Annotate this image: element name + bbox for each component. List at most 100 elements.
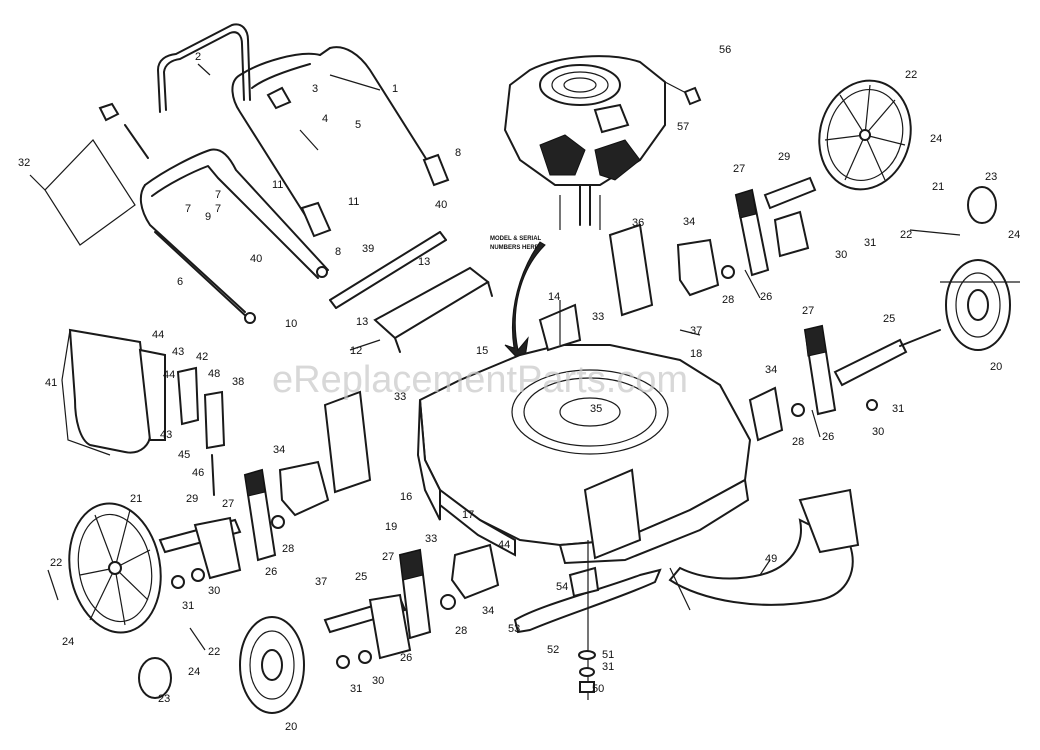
callout-1: 1 — [392, 83, 398, 95]
callout-16: 16 — [400, 491, 412, 503]
callout-51: 51 — [602, 649, 614, 661]
hub-caps — [138, 186, 997, 699]
callout-21: 21 — [130, 493, 142, 505]
callout-26: 26 — [265, 566, 277, 578]
callout-27: 27 — [382, 551, 394, 563]
callout-46: 46 — [192, 467, 204, 479]
callout-31: 31 — [350, 683, 362, 695]
callout-7: 7 — [215, 189, 221, 201]
callout-13: 13 — [418, 256, 430, 268]
callout-33: 33 — [425, 533, 437, 545]
callout-43: 43 — [172, 346, 184, 358]
callout-8: 8 — [335, 246, 341, 258]
callout-33: 33 — [592, 311, 604, 323]
callout-22: 22 — [50, 557, 62, 569]
discharge-chute — [668, 488, 860, 611]
callout-31: 31 — [892, 403, 904, 415]
lower-handle — [139, 148, 329, 324]
callout-44: 44 — [163, 369, 175, 381]
grass-bag — [61, 328, 166, 456]
callout-27: 27 — [802, 305, 814, 317]
leader-lines — [47, 63, 1020, 651]
callout-22: 22 — [900, 229, 912, 241]
callout-14: 14 — [548, 291, 560, 303]
callout-29: 29 — [186, 493, 198, 505]
handle-knobs — [29, 86, 319, 246]
latch-parts — [176, 366, 226, 496]
callout-10: 10 — [285, 318, 297, 330]
wheel-rear-right — [818, 79, 912, 191]
callout-20: 20 — [285, 721, 297, 733]
callout-13: 13 — [356, 316, 368, 328]
mower-deck — [416, 300, 752, 565]
model-note-line2: NUMBERS HERE — [490, 245, 539, 251]
callout-54: 54 — [556, 581, 568, 593]
callout-38: 38 — [232, 376, 244, 388]
callout-36: 36 — [632, 217, 644, 229]
callout-8: 8 — [455, 147, 461, 159]
callout-2: 2 — [195, 51, 201, 63]
callout-28: 28 — [282, 543, 294, 555]
callout-45: 45 — [178, 449, 190, 461]
callout-24: 24 — [188, 666, 200, 678]
callout-19: 19 — [385, 521, 397, 533]
callout-34: 34 — [683, 216, 695, 228]
callout-22: 22 — [905, 69, 917, 81]
callout-12: 12 — [350, 345, 362, 357]
height-adjuster-rear-right — [608, 176, 817, 317]
callout-28: 28 — [792, 436, 804, 448]
callout-21: 21 — [932, 181, 944, 193]
callout-11: 11 — [348, 196, 359, 208]
callout-23: 23 — [985, 171, 997, 183]
watermark: eReplacementParts.com — [272, 359, 688, 401]
callout-24: 24 — [930, 133, 942, 145]
callout-34: 34 — [765, 364, 777, 376]
callout-34: 34 — [482, 605, 494, 617]
callout-15: 15 — [476, 345, 488, 357]
callout-57: 57 — [677, 121, 689, 133]
callout-23: 23 — [158, 693, 170, 705]
callout-56: 56 — [719, 44, 731, 56]
callout-11: 11 — [272, 179, 283, 191]
wheel-front-left — [239, 616, 305, 714]
callout-6: 6 — [177, 276, 183, 288]
callout-30: 30 — [872, 426, 884, 438]
callout-37: 37 — [690, 325, 702, 337]
callout-30: 30 — [208, 585, 220, 597]
callout-28: 28 — [455, 625, 467, 637]
upper-handle — [231, 46, 450, 238]
callout-24: 24 — [62, 636, 74, 648]
callout-34: 34 — [273, 444, 285, 456]
callout-31: 31 — [602, 661, 614, 673]
callout-35: 35 — [590, 403, 602, 415]
callout-33: 33 — [394, 391, 406, 403]
model-note: MODEL & SERIAL NUMBERS HERE — [490, 236, 546, 367]
callout-4: 4 — [322, 113, 328, 125]
height-adjuster-mid-right — [748, 324, 941, 442]
callout-40: 40 — [250, 253, 262, 265]
callout-9: 9 — [205, 211, 211, 223]
callout-27: 27 — [733, 163, 745, 175]
callout-24: 24 — [1008, 229, 1020, 241]
callout-31: 31 — [864, 237, 876, 249]
callout-22: 22 — [208, 646, 220, 658]
callout-18: 18 — [690, 348, 702, 360]
callout-17: 17 — [462, 509, 474, 521]
wheel-front-right — [945, 259, 1011, 351]
callout-48: 48 — [208, 368, 220, 380]
callout-30: 30 — [835, 249, 847, 261]
callout-27: 27 — [222, 498, 234, 510]
callout-26: 26 — [400, 652, 412, 664]
callout-25: 25 — [355, 571, 367, 583]
callout-26: 26 — [822, 431, 834, 443]
callout-39: 39 — [362, 243, 374, 255]
callout-28: 28 — [722, 294, 734, 306]
callout-44: 44 — [498, 539, 510, 551]
blade — [513, 540, 662, 700]
callout-7: 7 — [215, 203, 221, 215]
callout-53: 53 — [508, 623, 520, 635]
callout-26: 26 — [760, 291, 772, 303]
height-adjuster-front-left — [243, 390, 372, 562]
